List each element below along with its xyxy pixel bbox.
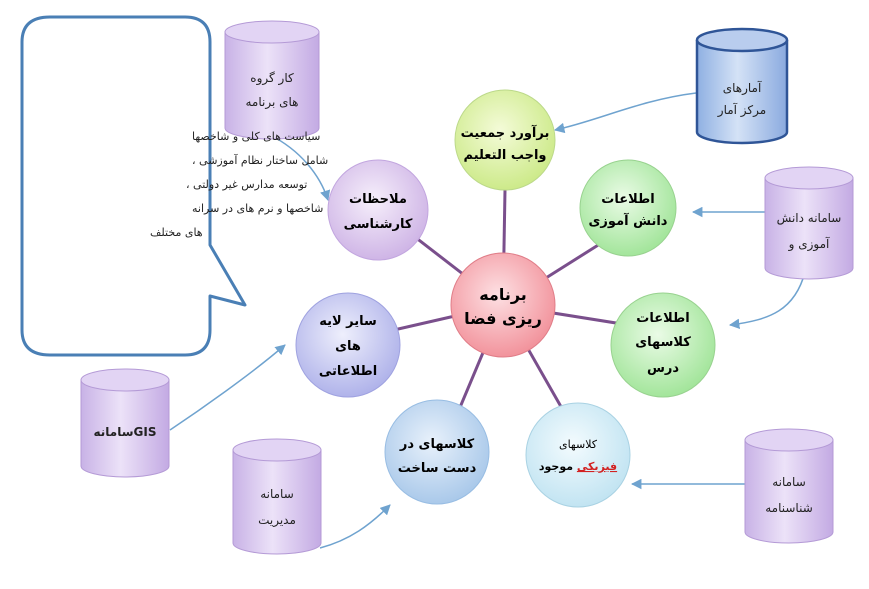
physical-label-red-word: فیزیکی <box>577 460 617 473</box>
workgroup-label-line1: کار گروه <box>250 71 294 86</box>
arrow-workgroup <box>269 134 331 201</box>
student-system-label-line1: سامانه دانش <box>777 211 842 226</box>
cylinder-workgroup <box>224 20 320 140</box>
workgroup-label-line2: های برنامه <box>245 95 298 110</box>
expert-label-line1: ملاحظات <box>349 192 407 207</box>
cylinder-registry <box>744 428 834 544</box>
node-class-info <box>610 292 716 398</box>
class-info-label-line2: کلاسهای <box>635 335 691 350</box>
arrow-class-info <box>728 271 806 330</box>
node-construction <box>384 399 490 505</box>
construction-label-line1: کلاسهای در <box>399 437 475 452</box>
callout-bubble <box>20 15 247 357</box>
physical-label-line1: کلاسهای <box>559 438 598 451</box>
callout-line1: سیاست های کلی و شاخصها <box>192 130 320 143</box>
callout-line2: شامل ساختار نظام آموزشی ، <box>192 153 328 167</box>
cylinder-management <box>232 438 322 555</box>
node-estimate <box>454 89 556 191</box>
management-label-line1: سامانه <box>260 487 294 501</box>
physical-label-rest: موجود <box>539 460 577 473</box>
callout-line3: توسعه مدارس غیر دولتی ، <box>186 178 307 191</box>
gis-label: GISسامانه <box>94 425 157 439</box>
layers-label-line2: های <box>335 339 361 354</box>
expert-label-line2: کارشناسی <box>344 217 413 232</box>
callout-line5: های مختلف <box>150 226 203 239</box>
class-info-label-line3: درس <box>647 361 679 376</box>
arrow-management <box>319 504 391 549</box>
stats-label-line2: مرکز آمار <box>717 102 766 118</box>
arrow-stats <box>553 92 697 134</box>
stats-label-line1: آمارهای <box>723 80 762 96</box>
layers-label-line3: اطلاعاتی <box>319 364 377 379</box>
center-circle <box>450 252 556 358</box>
node-expert <box>327 159 429 261</box>
arrow-gis <box>169 344 286 431</box>
center-label-line2: ریزی فضا <box>464 309 542 328</box>
source-arrows <box>169 92 806 549</box>
registry-label-line2: شناسنامه <box>765 501 813 515</box>
registry-label-line1: سامانه <box>772 475 806 489</box>
physical-label-line2: فیزیکی موجود <box>539 460 617 473</box>
estimate-label-line1: برآورد جمعیت <box>461 124 550 141</box>
center-label-line1: برنامه <box>479 285 527 304</box>
cylinder-gis <box>80 368 170 478</box>
management-label-line2: مدیریت <box>258 513 296 528</box>
class-info-label-line1: اطلاعات <box>636 311 689 326</box>
construction-label-line2: دست ساخت <box>398 461 477 476</box>
node-layers <box>295 292 401 398</box>
cylinder-stats <box>695 27 789 145</box>
student-info-label-line1: اطلاعات <box>601 192 654 207</box>
node-student-info <box>579 159 677 257</box>
node-physical <box>525 402 631 508</box>
callout-line4: شاخصها و نرم های در سرانه <box>192 202 323 215</box>
student-info-label-line2: دانش آموزی <box>589 212 668 229</box>
estimate-label-line2: واجب التعلیم <box>464 148 547 163</box>
student-system-label-line2: آموزی و <box>788 236 830 252</box>
cylinder-student-system <box>764 166 854 280</box>
layers-label-line1: سایر لایه <box>319 314 377 329</box>
